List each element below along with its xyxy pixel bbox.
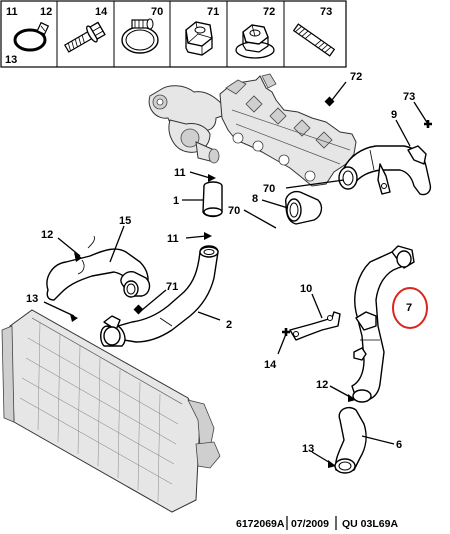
legend-strip: 11 12 13 14 70 <box>0 0 347 68</box>
leader-lines <box>43 81 432 468</box>
part-10-bracket <box>289 311 341 341</box>
callout-9: 9 <box>391 109 397 121</box>
callout-11-middle: 11 <box>167 233 179 245</box>
callout-labels: 72 73 9 11 1 70 8 70 11 15 12 13 71 2 10… <box>26 71 415 455</box>
part-9-intake-pipe <box>338 145 432 196</box>
callout-1: 1 <box>173 195 179 207</box>
callout-14: 14 <box>264 359 277 371</box>
hose-clamp-icon <box>13 21 50 52</box>
callout-13-right: 13 <box>302 443 314 455</box>
turbocharger-manifold-assembly <box>148 73 357 187</box>
callout-71: 71 <box>166 281 178 293</box>
callout-13-left: 13 <box>26 293 38 305</box>
intercooler <box>1 309 221 513</box>
part-1-coupling-hose <box>202 181 223 218</box>
part-6-lower-hose <box>334 406 367 474</box>
legend-number-73: 73 <box>320 6 332 18</box>
callout-73: 73 <box>403 91 415 103</box>
part-7-turbo-outlet-hose <box>351 245 415 403</box>
stud-icon <box>292 23 336 57</box>
legend-number-11: 11 <box>6 6 18 18</box>
part-2-intercooler-hose <box>100 245 219 347</box>
callout-70-lower: 70 <box>228 205 240 217</box>
callout-2: 2 <box>226 319 232 331</box>
legend-number-71: 71 <box>207 6 219 18</box>
part-15-intercooler-hose <box>46 235 151 301</box>
callout-12-left: 12 <box>41 229 53 241</box>
legend-number-72: 72 <box>263 6 275 18</box>
callout-7: 7 <box>406 302 412 314</box>
callout-72: 72 <box>350 71 362 83</box>
callout-15: 15 <box>119 215 131 227</box>
nut-icon <box>185 21 213 56</box>
flange-nut-icon <box>235 24 275 59</box>
highlight-circle-part-7 <box>392 287 428 329</box>
legend-number-14: 14 <box>95 6 108 18</box>
footer-ref: 6172069A <box>236 518 285 530</box>
part-8-coupling-hose <box>285 190 323 225</box>
callout-12-right: 12 <box>316 379 328 391</box>
callout-70-upper: 70 <box>263 183 275 195</box>
legend-number-70: 70 <box>151 6 163 18</box>
footer-date: 07/2009 <box>291 518 329 530</box>
callout-10: 10 <box>300 283 312 295</box>
legend-number-12: 12 <box>40 6 52 18</box>
worm-clamp-icon <box>121 18 159 54</box>
callout-11-top: 11 <box>174 167 186 179</box>
legend-number-13: 13 <box>5 54 17 66</box>
callout-6: 6 <box>396 439 402 451</box>
footer-code: QU 03L69A <box>342 518 398 530</box>
footer-reference: 6172069A 07/2009 QU 03L69A <box>236 516 398 530</box>
callout-8: 8 <box>252 193 258 205</box>
bolt-icon <box>63 21 106 53</box>
